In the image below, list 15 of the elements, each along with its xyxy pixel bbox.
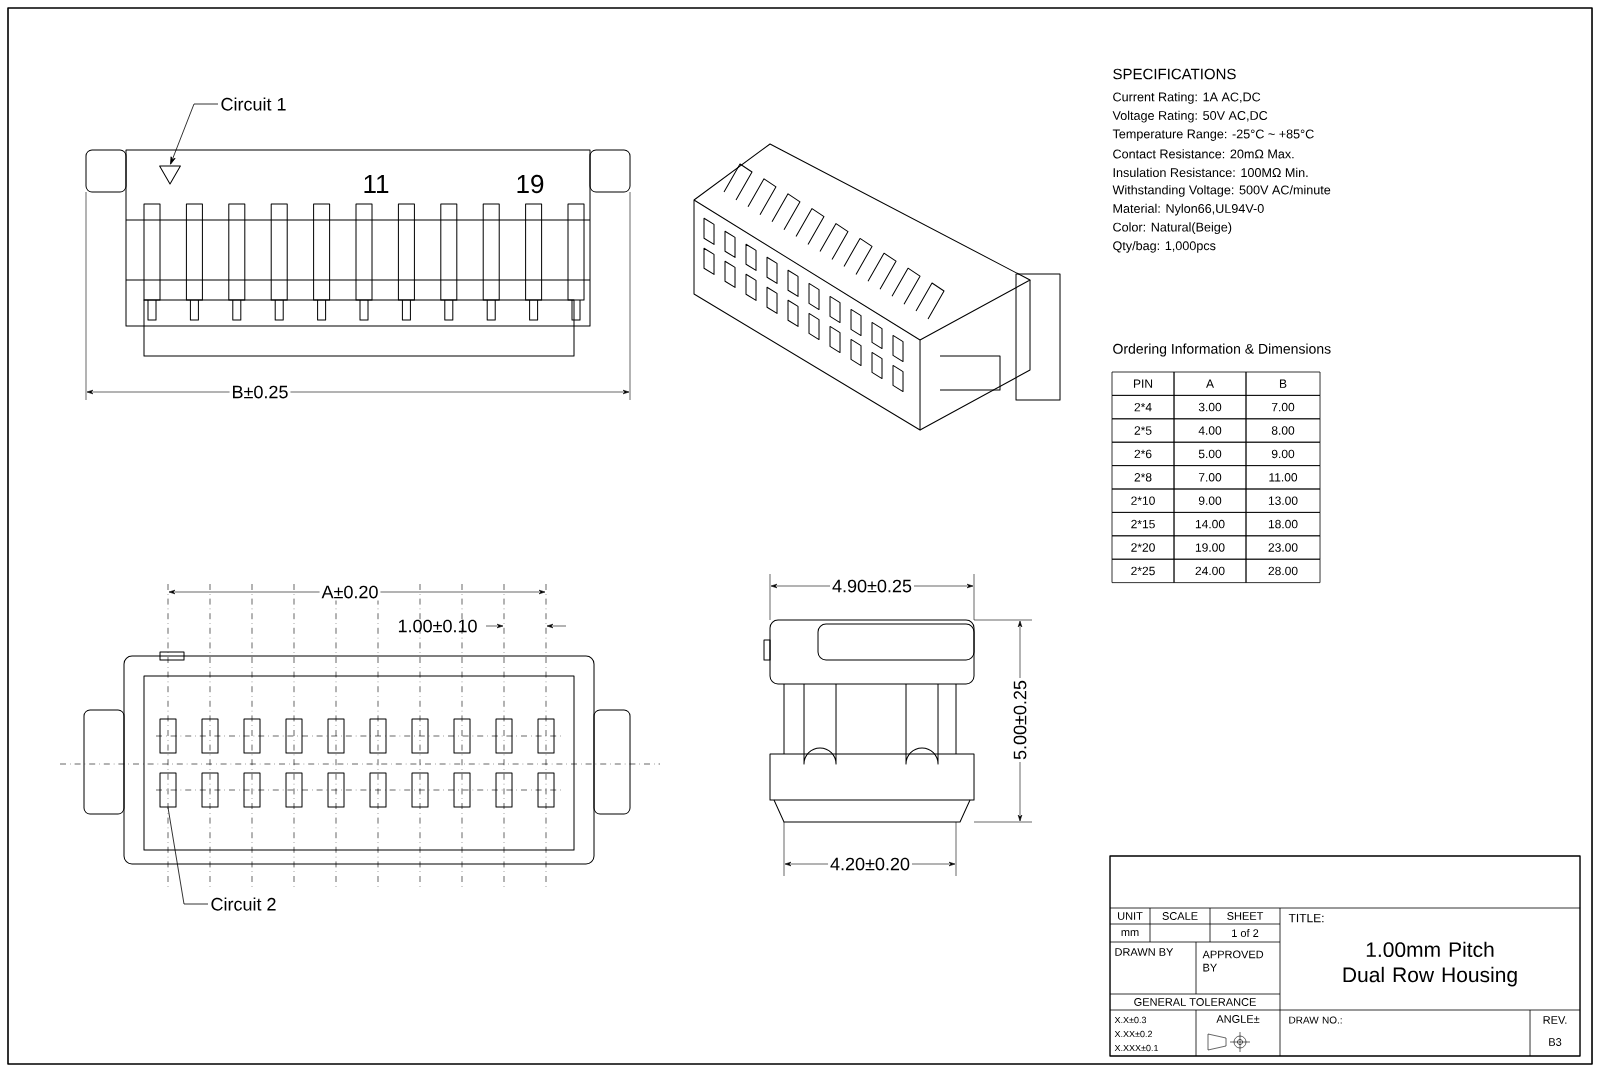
callout-text: Circuit 2 [211,897,276,911]
callout-number: 19 [517,174,544,194]
pin-cavity [159,772,177,808]
dimension-label: 1.00±0.10 [398,619,477,633]
leader-line [167,807,209,905]
callout-text: Circuit 1 [221,97,286,111]
dimension-label: 5.00±0.25 [1011,678,1029,762]
circuit-mark-triangle [159,165,181,185]
title-block-text: 1.00mm Pitch Dual Row Housing [1343,941,1517,987]
dimension-label: 4.20±0.20 [828,855,912,873]
callout-number: 11 [364,175,389,193]
leader-line [170,103,219,165]
dimension-label: A±0.20 [319,583,381,601]
dimension-label: 4.90±0.25 [830,577,914,595]
dimension-label: B±0.25 [229,383,291,401]
